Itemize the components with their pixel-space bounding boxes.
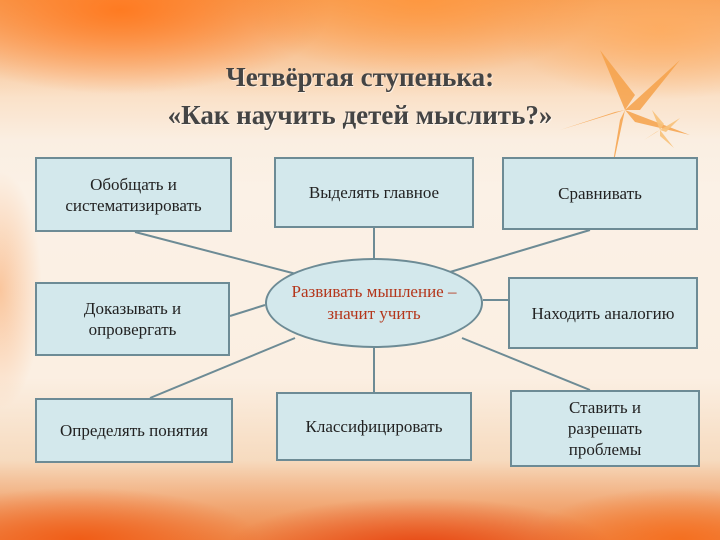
- box-analogy: Находить аналогию: [508, 277, 698, 349]
- box-generalize: Обобщать и систематизировать: [35, 157, 232, 232]
- background-top-band: [0, 0, 720, 140]
- box-main-idea: Выделять главное: [274, 157, 474, 228]
- background-bottom-band: [0, 460, 720, 540]
- box-prove: Доказывать и опровергать: [35, 282, 230, 356]
- connector-problems: [461, 337, 591, 391]
- title-line-1: Четвёртая ступенька:: [225, 62, 495, 92]
- connector-define: [149, 337, 296, 399]
- decorative-star-icon: [560, 50, 690, 180]
- box-define: Определять понятия: [35, 398, 233, 463]
- slide-title: Четвёртая ступенька: «Как научить детей …: [0, 58, 720, 134]
- title-line-2: «Как научить детей мыслить?»: [167, 100, 553, 130]
- box-problems: Ставить и разрешать проблемы: [510, 390, 700, 467]
- box-compare: Сравнивать: [502, 157, 698, 230]
- box-classify: Классифицировать: [276, 392, 472, 461]
- center-ellipse: Развивать мышление – значит учить: [265, 258, 483, 348]
- connector-prove: [229, 304, 266, 317]
- connector-compare: [449, 229, 591, 273]
- connector-generalize: [134, 231, 301, 276]
